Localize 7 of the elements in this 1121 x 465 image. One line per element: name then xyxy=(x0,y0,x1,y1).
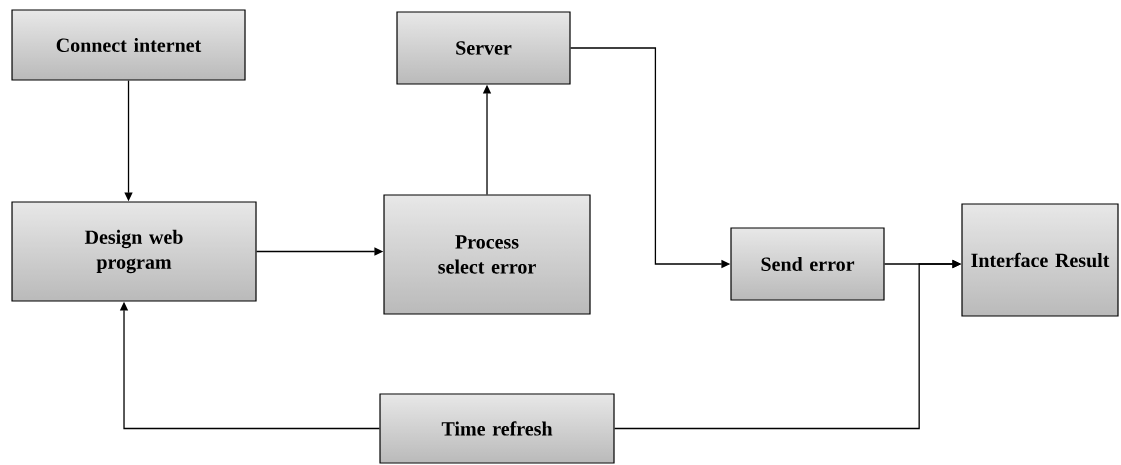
process-box: Process select error xyxy=(383,194,591,315)
process-box: Interface Result xyxy=(961,203,1119,317)
process-box: Design web program xyxy=(11,201,257,302)
process-box: Connect internet xyxy=(11,9,246,81)
process-box: Time refresh xyxy=(379,393,615,464)
process-box: Server xyxy=(396,11,571,85)
process-box: Send error xyxy=(730,227,885,301)
